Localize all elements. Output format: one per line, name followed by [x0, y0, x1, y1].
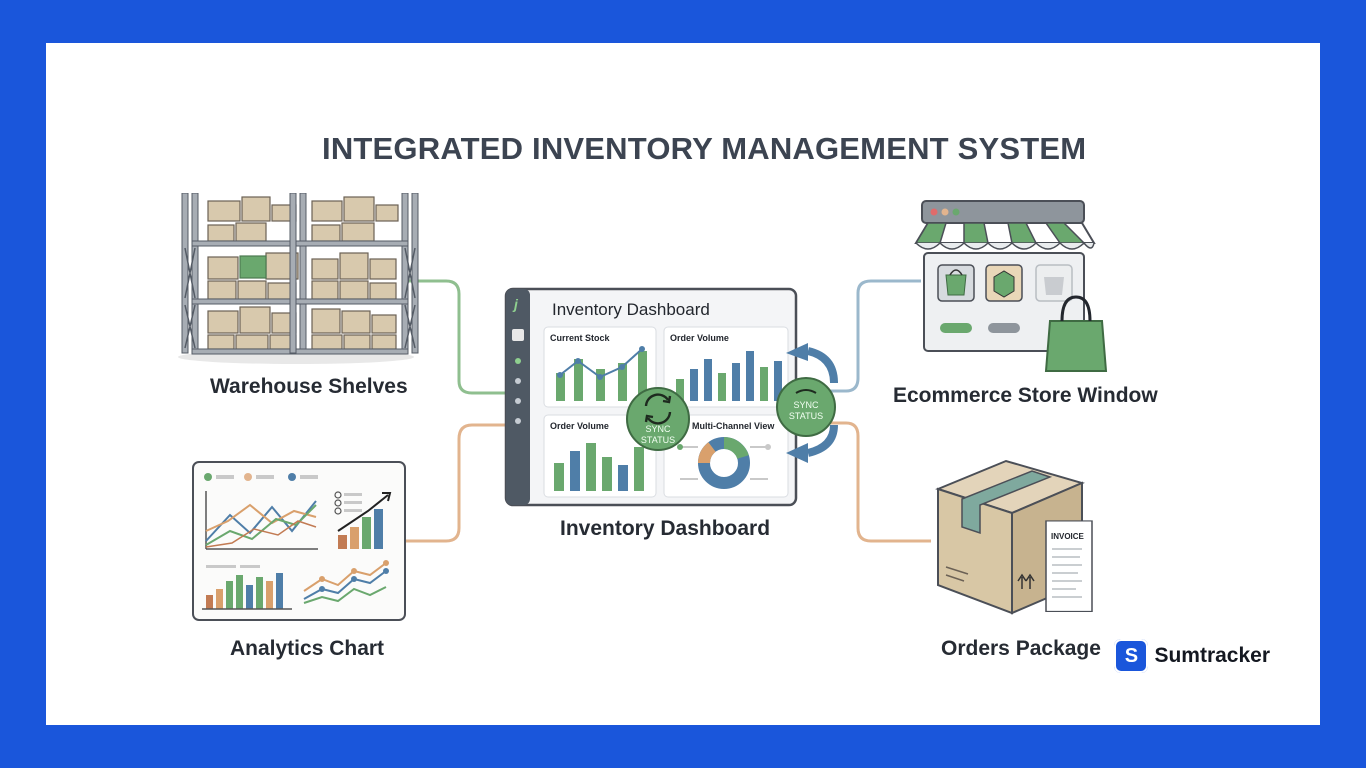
svg-text:Multi-Channel View: Multi-Channel View — [692, 421, 775, 431]
page-title: INTEGRATED INVENTORY MANAGEMENT SYSTEM — [322, 131, 1087, 166]
analytics-chart-illustration — [192, 461, 406, 621]
mini-line-chart — [204, 473, 318, 550]
mini-trend-bars — [334, 491, 392, 549]
connector-analytics — [406, 423, 506, 543]
ecommerce-label: Ecommerce Store Window — [893, 384, 1158, 407]
connector-warehouse — [408, 279, 506, 395]
connector-ecommerce — [829, 279, 921, 393]
mini-scatter-lines — [303, 560, 389, 604]
orders-label: Orders Package — [941, 637, 1101, 660]
ecommerce-store-illustration — [914, 200, 1108, 372]
sync-status-right: SYNC STATUS — [776, 343, 838, 463]
dashboard-logo: j — [512, 296, 519, 312]
brand-mark: S Sumtracker — [1114, 639, 1270, 673]
orders-package-illustration: INVOICE — [935, 459, 1093, 615]
mini-bar-chart — [202, 565, 292, 610]
widget-order-volume-bottom: Order Volume — [543, 414, 657, 498]
slide-card: INTEGRATED INVENTORY MANAGEMENT SYSTEM — [46, 43, 1320, 725]
sidebar-dot-4 — [515, 418, 521, 424]
sync-arrow-icon — [795, 389, 817, 394]
analytics-label: Analytics Chart — [230, 637, 385, 660]
warehouse-shelves-illustration — [178, 193, 419, 364]
brand-name: Sumtracker — [1154, 644, 1270, 667]
widget-current-stock: Current Stock — [543, 326, 657, 408]
svg-text:STATUS: STATUS — [789, 411, 823, 421]
sync-icon — [644, 393, 672, 425]
svg-text:INVOICE: INVOICE — [1051, 532, 1085, 541]
dashboard-sidebar — [506, 289, 530, 505]
svg-text:Order Volume: Order Volume — [550, 421, 609, 431]
connectors — [406, 279, 931, 543]
dashboard-label: Inventory Dashboard — [560, 517, 771, 540]
sidebar-dot-1 — [515, 358, 521, 364]
widget-multi-channel-view: Multi-Channel View — [663, 414, 789, 498]
svg-text:Order Volume: Order Volume — [670, 333, 729, 343]
widget-order-volume-top: Order Volume — [663, 326, 789, 408]
svg-text:Current Stock: Current Stock — [550, 333, 611, 343]
svg-text:STATUS: STATUS — [641, 435, 675, 445]
connector-orders — [829, 421, 931, 543]
sumtracker-logo: S — [1114, 639, 1149, 673]
svg-text:SYNC: SYNC — [793, 400, 819, 410]
sidebar-dot-2 — [515, 378, 521, 384]
svg-text:SYNC: SYNC — [645, 424, 671, 434]
warehouse-label: Warehouse Shelves — [210, 375, 408, 398]
sync-status-left: SYNC STATUS — [626, 387, 690, 451]
sidebar-dot-3 — [515, 398, 521, 404]
dashboard-header: Inventory Dashboard — [552, 300, 710, 319]
